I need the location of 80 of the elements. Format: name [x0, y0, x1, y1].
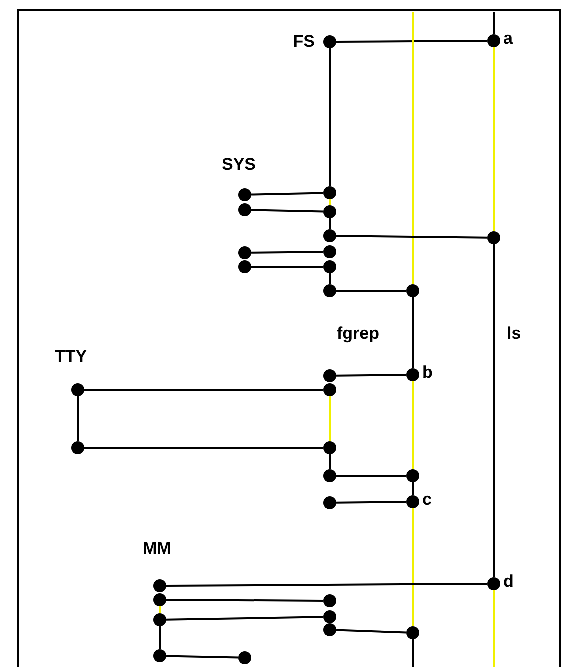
connector-line: [336, 290, 406, 292]
event-dot: [72, 442, 84, 454]
event-dot: [324, 370, 336, 382]
connector-line: [412, 298, 414, 368]
event-dot: [324, 260, 336, 274]
event-dot: [238, 260, 252, 274]
connector-line: [84, 447, 324, 449]
connector-line: [166, 583, 488, 587]
event-dot: [154, 614, 166, 626]
connector-line: [336, 629, 407, 634]
event-dot: [238, 652, 252, 664]
connector-line: [251, 192, 324, 196]
connector-line: [336, 475, 406, 477]
connector-line: [336, 40, 488, 43]
connector-line: [166, 655, 239, 659]
event-dot: [72, 384, 84, 396]
connector-line: [251, 251, 324, 254]
event-dot: [154, 580, 166, 592]
event-dot: [406, 626, 420, 640]
event-dot: [324, 496, 336, 510]
connector-line: [412, 382, 414, 470]
event-dot: [238, 246, 252, 260]
connector-line: [329, 48, 331, 186]
connector-line: [336, 374, 407, 377]
connector-line: [336, 501, 407, 504]
event-dot: [488, 232, 500, 244]
connector-line: [329, 274, 331, 284]
process-name: MM: [143, 539, 172, 559]
event-dot: [324, 186, 336, 200]
point-letter: b: [422, 363, 433, 383]
connector-line: [166, 616, 324, 621]
connector-line: [493, 244, 495, 578]
process-name: ls: [507, 324, 522, 344]
connector-line: [329, 218, 331, 230]
event-dot: [324, 284, 336, 298]
connector-line: [159, 626, 161, 650]
event-dot: [406, 284, 420, 298]
point-letter: a: [504, 29, 513, 49]
process-name: SYS: [222, 155, 256, 175]
point-letter: d: [504, 572, 514, 592]
event-dot: [324, 610, 336, 624]
event-dot: [154, 594, 166, 606]
connector-line: [336, 235, 488, 239]
event-dot: [238, 204, 252, 216]
connector-line: [252, 266, 324, 268]
connector-line: [412, 482, 414, 496]
connector-line: [493, 48, 495, 232]
connector-line: [412, 508, 414, 626]
event-dot: [488, 34, 500, 48]
process-name: FS: [293, 32, 315, 52]
connector-line: [251, 209, 324, 213]
event-dot: [324, 624, 336, 636]
process-name: fgrep: [337, 324, 380, 344]
point-letter: c: [422, 490, 432, 510]
event-dot: [406, 496, 420, 508]
connector-line: [159, 606, 161, 614]
connector-line: [77, 396, 79, 442]
event-dot: [324, 206, 336, 218]
connector-line: [329, 396, 331, 442]
event-dot: [406, 470, 420, 482]
event-dot: [324, 594, 336, 608]
event-dot: [238, 188, 252, 202]
connector-line: [84, 389, 324, 391]
connector-line: [493, 12, 495, 34]
event-dot: [324, 230, 336, 242]
event-dot: [324, 470, 336, 482]
event-dot: [324, 36, 336, 48]
connector-line: [412, 12, 414, 284]
connector-line: [166, 599, 324, 602]
event-dot: [488, 578, 500, 590]
event-dot: [324, 442, 336, 454]
connector-line: [329, 200, 331, 206]
event-dot: [406, 368, 420, 382]
event-dot: [324, 384, 336, 396]
event-dot: [154, 650, 166, 662]
connector-line: [493, 590, 495, 667]
process-name: TTY: [55, 347, 88, 367]
event-dot: [324, 246, 336, 258]
connector-line: [329, 454, 331, 470]
connector-line: [412, 640, 414, 667]
